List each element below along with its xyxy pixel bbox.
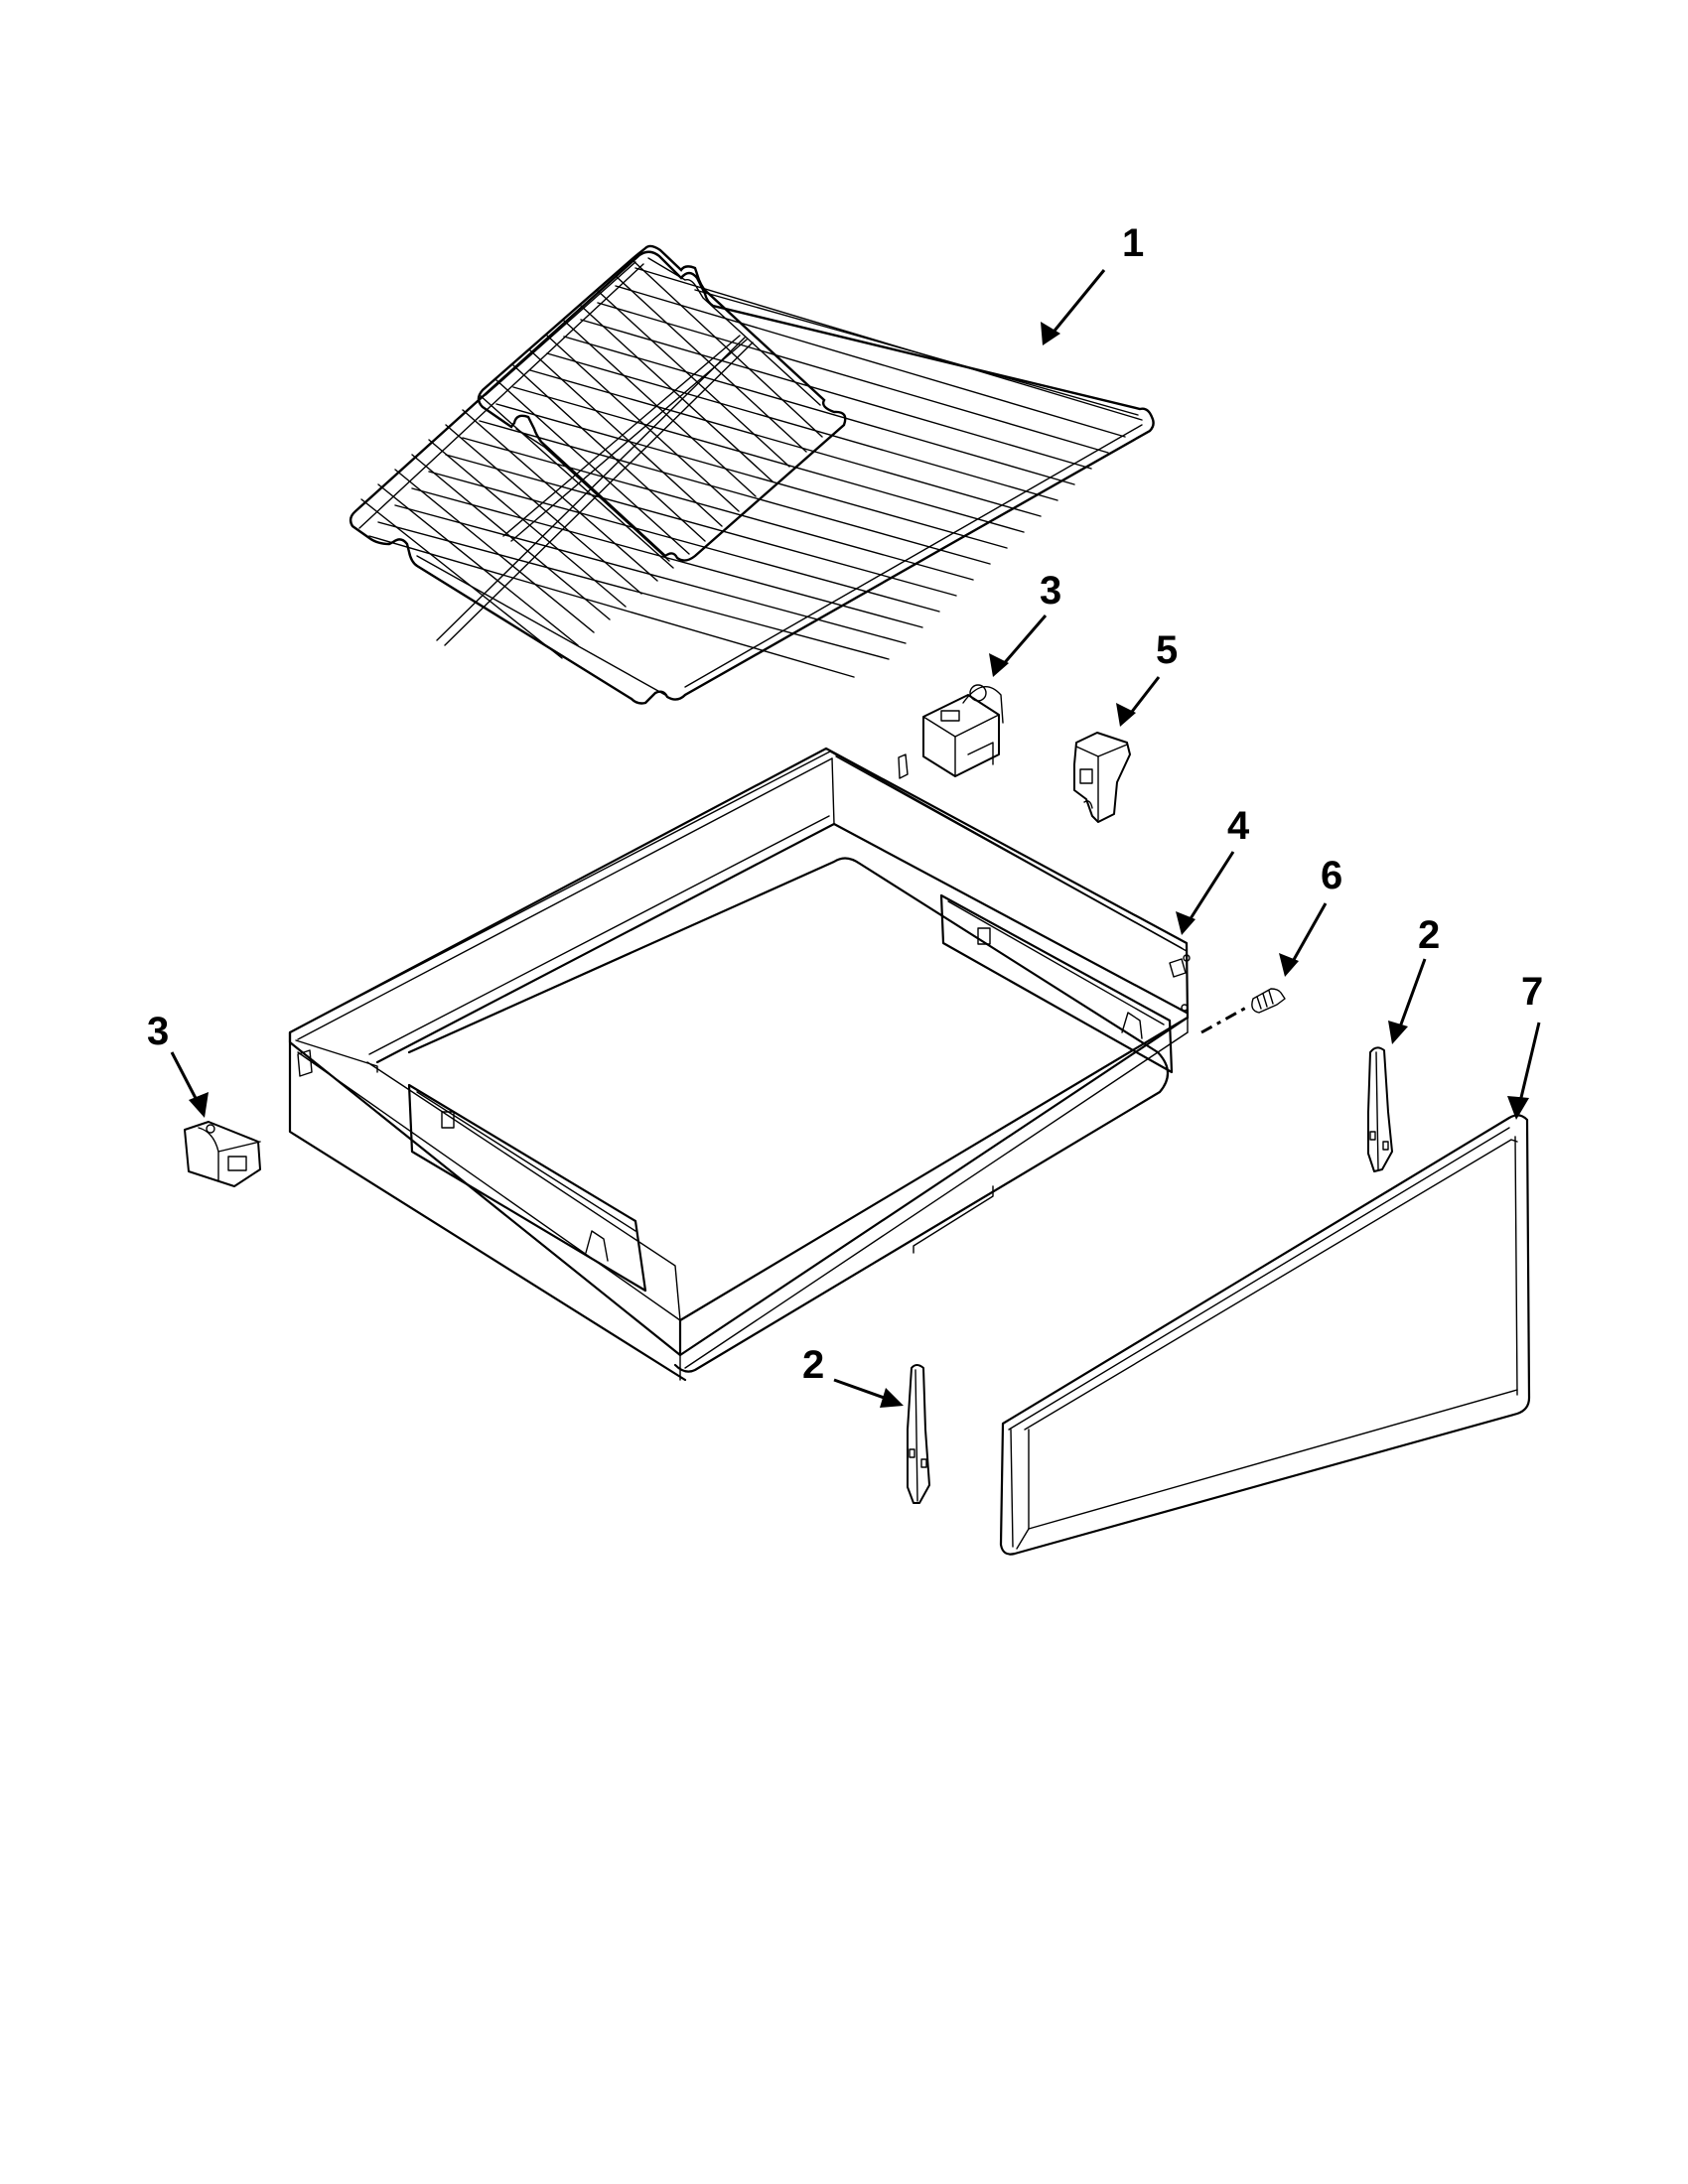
drawer-pan[interactable]: [288, 747, 1191, 1382]
oven-rack[interactable]: [360, 244, 847, 659]
drawer-slide-left[interactable]: [907, 1364, 930, 1504]
callout-1: 1: [1041, 221, 1144, 345]
callout-2-right: 2: [1388, 913, 1440, 1044]
callout-4: 4: [1176, 804, 1250, 935]
callout-5: 5: [1116, 628, 1178, 727]
callouts: 1 3 5 4 6 2: [147, 221, 1543, 1408]
callout-6: 6: [1279, 854, 1342, 977]
drawer-roller-left[interactable]: [184, 1121, 261, 1187]
callout-label: 3: [147, 1010, 169, 1053]
callout-label: 1: [1122, 221, 1144, 265]
callout-label: 7: [1521, 970, 1543, 1014]
callout-label: 2: [802, 1343, 824, 1387]
drawer-front-panel[interactable]: [999, 1114, 1531, 1556]
oven-rack-outline: [349, 250, 1155, 705]
callout-label: 4: [1227, 804, 1250, 848]
callout-label: 3: [1040, 569, 1061, 613]
drawer-roller-upper[interactable]: [922, 684, 1004, 777]
callout-label: 5: [1156, 628, 1178, 672]
drawer-slide-right[interactable]: [1367, 1046, 1393, 1172]
rack-wires: [360, 260, 823, 659]
callout-3-left: 3: [147, 1010, 209, 1118]
callout-3-upper: 3: [989, 569, 1061, 677]
callout-label: 6: [1321, 854, 1342, 897]
callout-2-left: 2: [802, 1343, 904, 1408]
callout-7: 7: [1507, 970, 1543, 1120]
callout-label: 2: [1418, 913, 1440, 957]
drawer-slide-bracket[interactable]: [1073, 732, 1131, 823]
screw[interactable]: [1200, 988, 1286, 1034]
